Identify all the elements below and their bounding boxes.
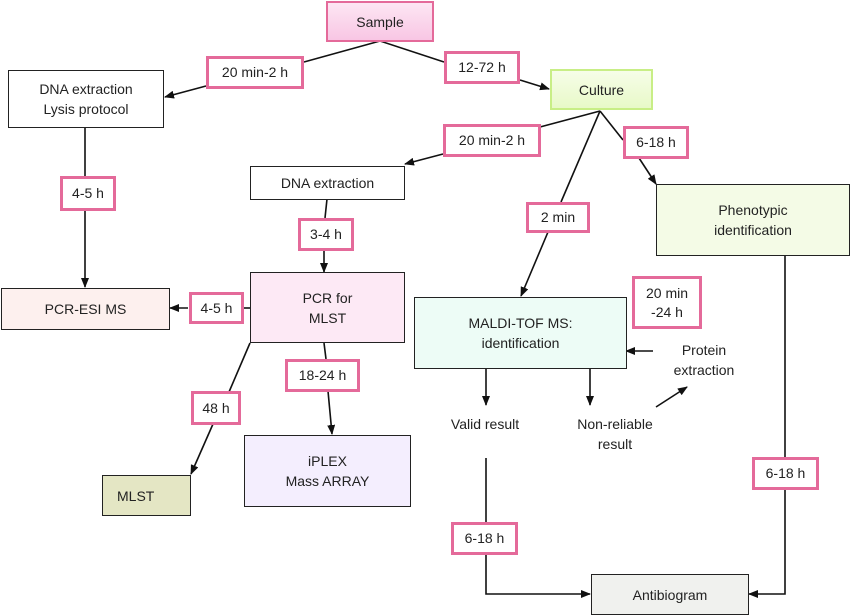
edge-phen-antibio-arrow [748, 489, 786, 598]
edge-culture-maldi-arrow [520, 231, 549, 297]
node-mlst: MLST [102, 475, 191, 516]
time-pcr-to-mlst: 48 h [191, 391, 241, 425]
edge-pcr-iplex [323, 342, 327, 360]
label-non-reliable-result: Non-reliable result [577, 416, 653, 452]
edge-sample-lysis [303, 40, 381, 63]
time-pcr-to-pcresi: 4-5 h [189, 292, 244, 324]
time-valid-to-antibiogram: 6-18 h [451, 522, 518, 555]
edge-sample-culture [379, 40, 445, 63]
edge-culture-maldi [560, 110, 601, 203]
label-protein-extraction: Protein extraction [673, 342, 735, 378]
time-protein-extraction: 20 min -24 h [632, 276, 702, 329]
time-lysis-to-pcresi: 4-5 h [60, 176, 116, 211]
edge-sample-culture-arrow [519, 79, 550, 91]
node-phenotypic-identification: Phenotypic identification [656, 184, 850, 256]
node-sample: Sample [326, 1, 434, 42]
time-culture-to-maldi: 2 min [526, 202, 590, 233]
node-maldi-tof-ms: MALDI-TOF MS: identification [414, 297, 627, 369]
node-antibiogram: Antibiogram [591, 574, 749, 615]
node-dna-extraction-lysis: DNA extraction Lysis protocol [8, 70, 164, 128]
node-pcr-esi-ms: PCR-ESI MS [1, 288, 170, 330]
time-pcr-to-iplex: 18-24 h [285, 359, 360, 392]
edge-pcr-mlst-arrow [190, 423, 214, 475]
edge-culture-dna-arrow [404, 153, 444, 166]
node-iplex-mass-array: iPLEX Mass ARRAY [244, 435, 411, 507]
time-sample-to-culture: 12-72 h [444, 51, 520, 84]
edge-sample-lysis-arrow [164, 85, 207, 99]
edge-nonreliable-to-protein [655, 386, 688, 408]
label-valid-result: Valid result [450, 416, 520, 432]
edge-pcr-iplex-arrow [327, 390, 336, 435]
time-sample-to-lysis: 20 min-2 h [206, 56, 304, 89]
edge-culture-phen [599, 110, 624, 141]
edge-culture-phen-arrow [638, 157, 657, 185]
node-culture: Culture [550, 69, 653, 110]
edge-pcr-mlst [228, 342, 251, 393]
time-phenotypic-to-antibiogram: 6-18 h [752, 457, 819, 490]
time-culture-to-dna: 20 min-2 h [443, 124, 541, 157]
edge-dna-pcr [324, 198, 328, 219]
edge-valid-antibio-arrow [485, 554, 591, 598]
node-pcr-for-mlst: PCR for MLST [250, 272, 405, 343]
time-culture-to-phenotypic: 6-18 h [623, 126, 689, 159]
edge-culture-dna [539, 110, 601, 128]
time-dna-to-pcr: 3-4 h [298, 218, 354, 251]
node-dna-extraction: DNA extraction [250, 166, 405, 200]
